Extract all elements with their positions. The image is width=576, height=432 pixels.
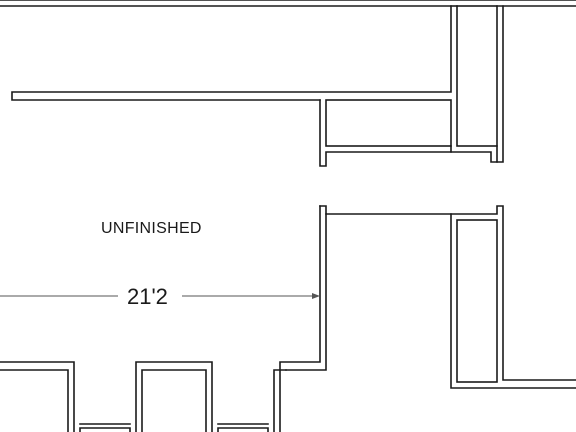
upper-partition-base bbox=[450, 145, 498, 163]
upper-closet-column bbox=[456, 5, 498, 147]
bottom-wall-inner bbox=[0, 369, 69, 432]
right-pier bbox=[273, 369, 287, 432]
bump-out-2 bbox=[217, 427, 269, 432]
pier-between-bumps-inner bbox=[141, 369, 207, 432]
lower-wall-group bbox=[0, 205, 576, 432]
bottom-wall-outer bbox=[0, 361, 75, 432]
upper-wall-drop bbox=[319, 99, 452, 167]
lower-closet-column bbox=[456, 219, 498, 383]
upper-closet-left bbox=[325, 99, 452, 147]
dimension-line: 21'2 bbox=[0, 284, 320, 309]
dimension-text: 21'2 bbox=[127, 284, 168, 309]
top-exterior-wall bbox=[0, 5, 452, 101]
dimension-arrowhead bbox=[312, 293, 320, 299]
lower-room-top-wall-outer bbox=[279, 205, 321, 432]
room-label-unfinished: UNFINISHED bbox=[101, 220, 202, 237]
upper-right-wall bbox=[496, 5, 504, 163]
lower-room-top-wall-inner bbox=[285, 213, 327, 371]
upper-wall-group bbox=[0, 0, 576, 167]
bump-out-1 bbox=[79, 427, 131, 432]
pier-between-bumps bbox=[135, 361, 213, 432]
lower-room-top-wall bbox=[319, 205, 576, 381]
lower-closet-outer bbox=[450, 213, 576, 389]
